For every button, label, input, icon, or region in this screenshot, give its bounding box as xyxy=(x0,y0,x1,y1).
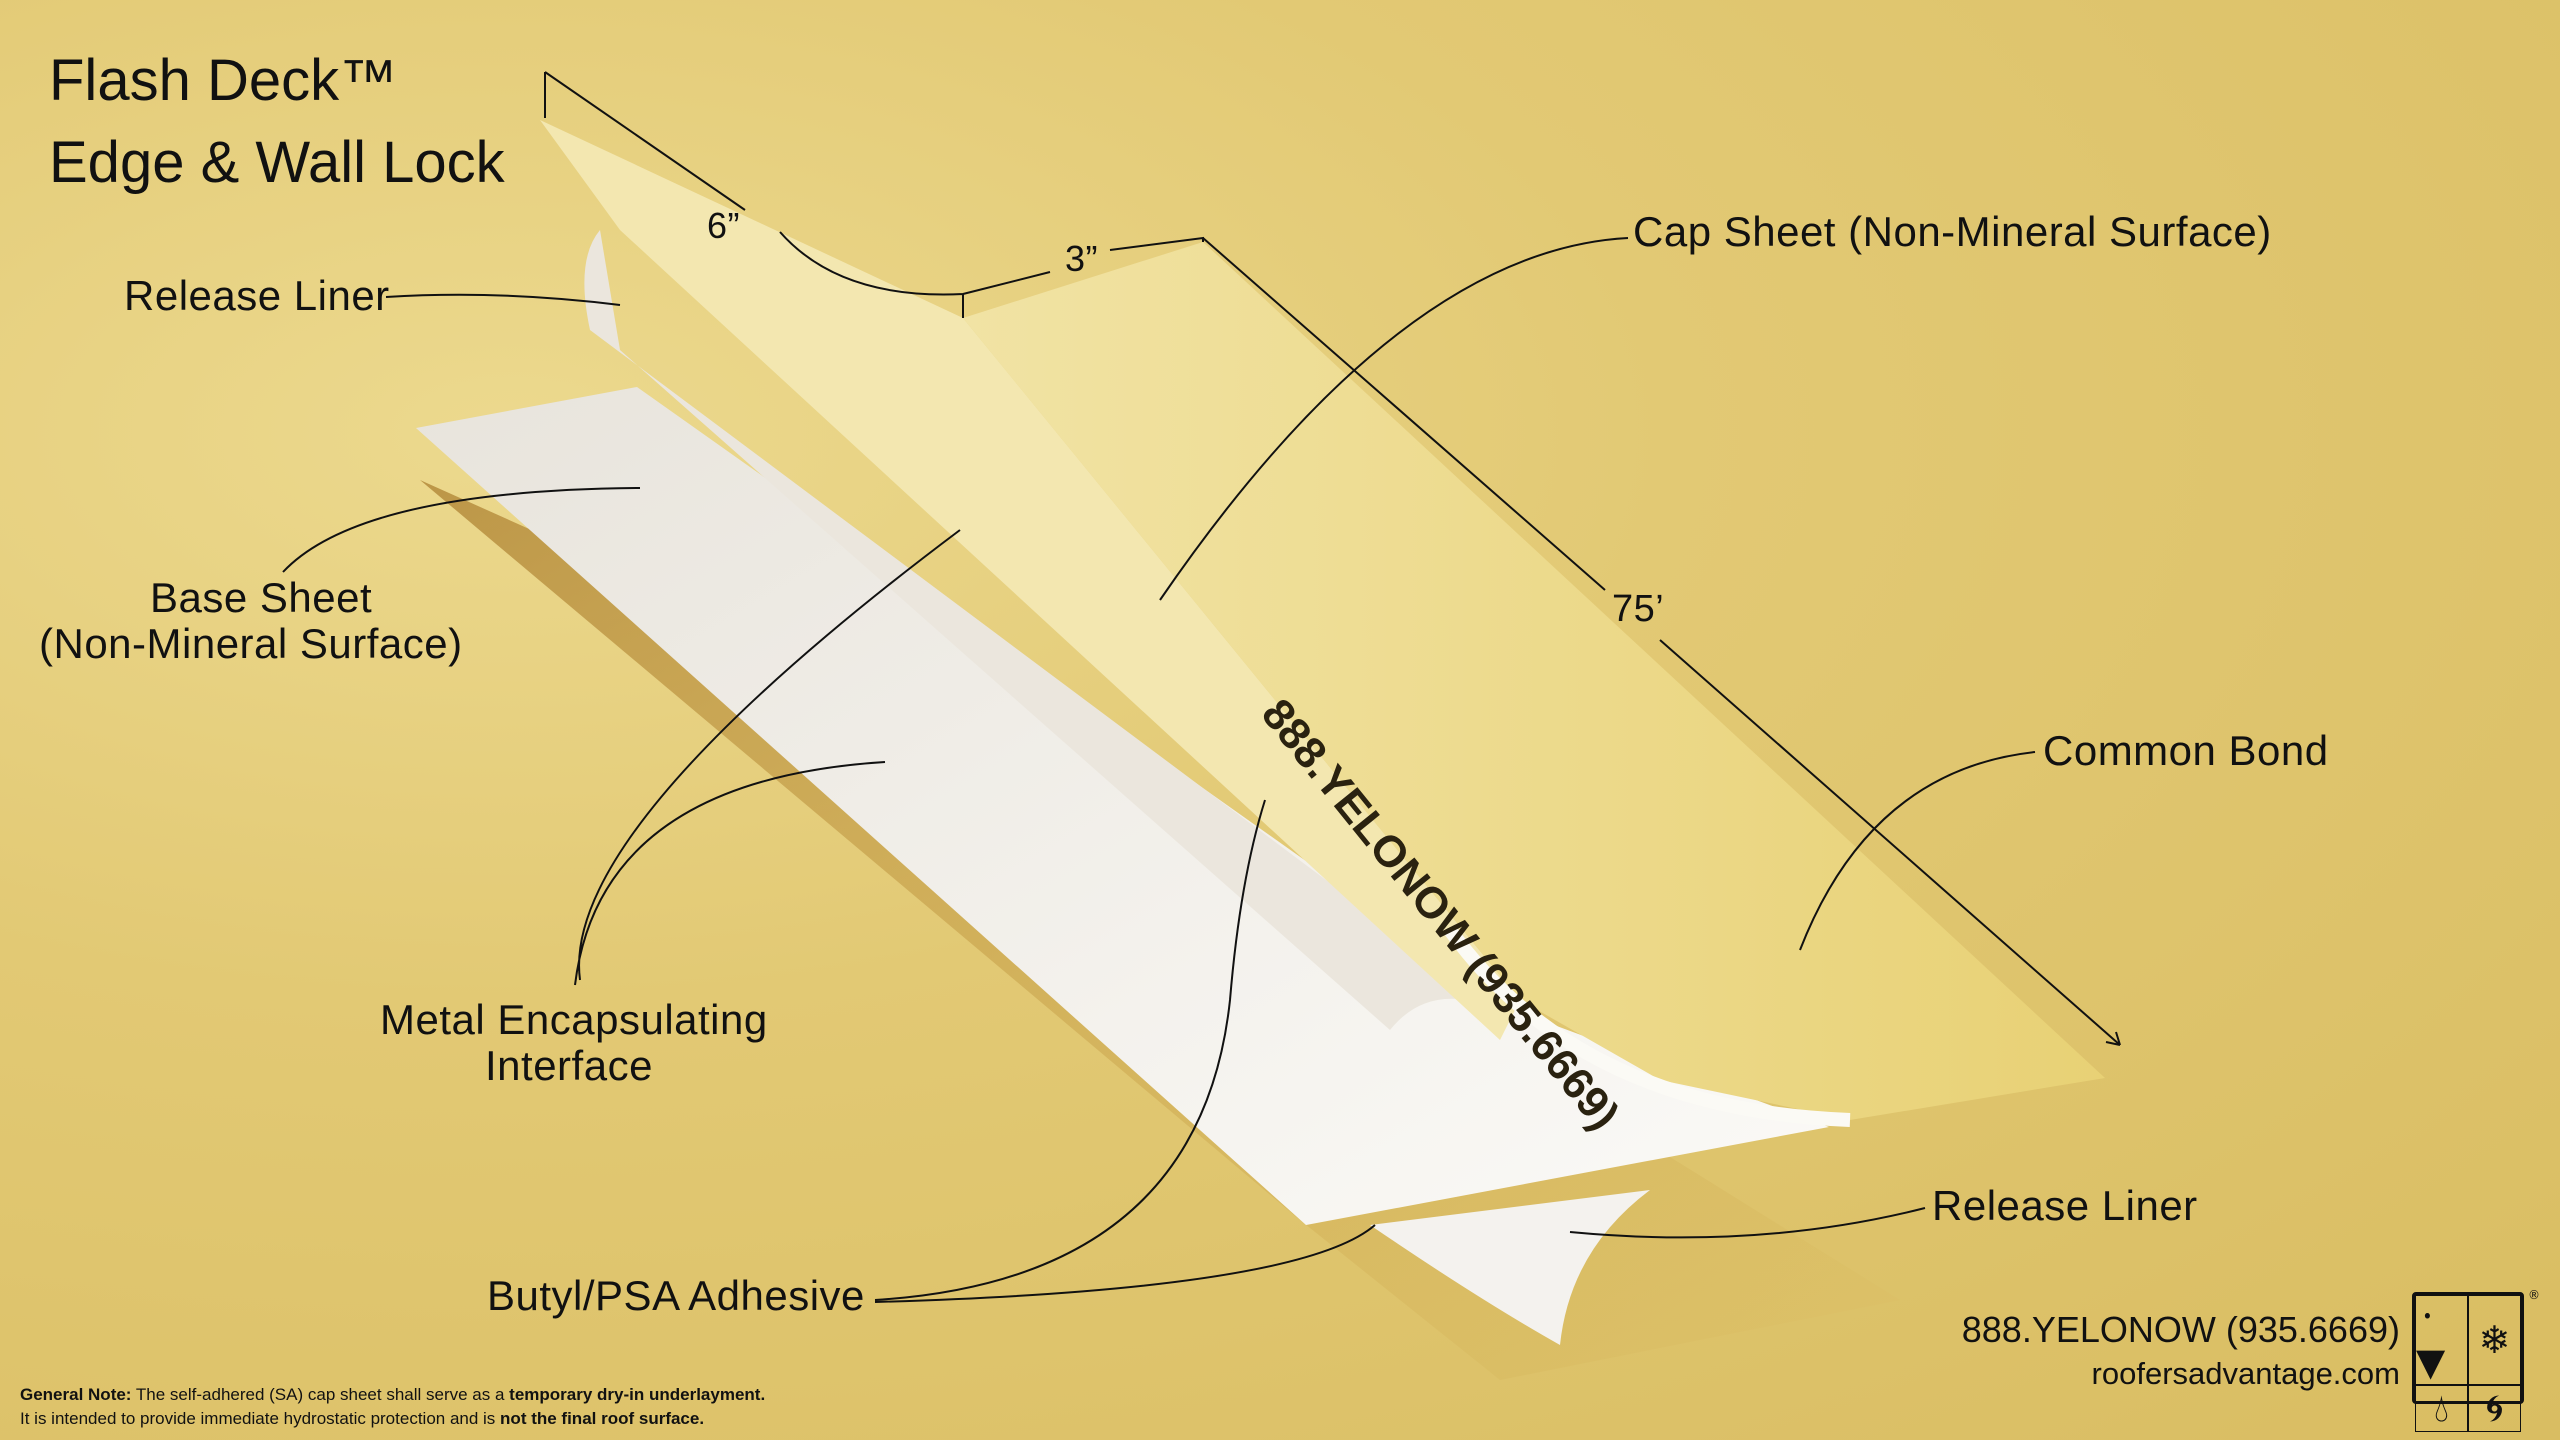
page-title: Flash Deck™ Edge & Wall Lock xyxy=(49,40,505,204)
note-emphasis: temporary dry-in underlayment. xyxy=(509,1385,766,1404)
registered-mark: ® xyxy=(2528,1288,2540,1302)
dimension-3in: 3” xyxy=(1065,238,1099,279)
hurricane-icon: 🌀︎ xyxy=(2468,1385,2521,1432)
label-common-bond: Common Bond xyxy=(2043,727,2329,774)
note-emphasis: not the final roof surface. xyxy=(500,1409,705,1428)
label-release-liner-top: Release Liner xyxy=(124,272,390,319)
general-note: General Note: The self-adhered (SA) cap … xyxy=(20,1383,765,1431)
label-base-sheet-surface: (Non-Mineral Surface) xyxy=(39,620,463,667)
release-liner-bottom xyxy=(1370,1190,1650,1345)
dimension-75ft: 75’ xyxy=(1612,588,1665,630)
contact-info: 888.YELONOW (935.6669) roofersadvantage.… xyxy=(1962,1306,2400,1394)
icicle-icon: ᛫▼ xyxy=(2415,1295,2468,1385)
title-line2: Edge & Wall Lock xyxy=(49,130,505,195)
label-base-sheet: Base Sheet xyxy=(150,574,373,621)
note-text: It is intended to provide immediate hydr… xyxy=(20,1409,496,1428)
snowflake-icon: ❄ xyxy=(2468,1295,2521,1385)
dimension-6in: 6” xyxy=(707,205,741,246)
cap-sheet xyxy=(963,242,2105,1120)
water-drop-icon: 💧︎ xyxy=(2415,1385,2468,1432)
label-adhesive: Butyl/PSA Adhesive xyxy=(487,1272,865,1319)
label-metal-encapsulating: Metal Encapsulating xyxy=(380,996,768,1043)
note-text: The self-adhered (SA) cap sheet shall se… xyxy=(135,1385,505,1404)
label-cap-sheet: Cap Sheet (Non-Mineral Surface) xyxy=(1633,208,2272,255)
label-interface: Interface xyxy=(485,1042,653,1089)
brand-logo: ᛫▼ ❄ 💧︎ 🌀︎ xyxy=(2412,1292,2524,1432)
contact-phone: 888.YELONOW (935.6669) xyxy=(1961,1309,2400,1350)
note-heading: General Note: xyxy=(20,1385,132,1404)
title-line1: Flash Deck™ xyxy=(49,48,398,113)
cap-sheet-fold xyxy=(540,120,1520,1040)
leader-lines xyxy=(282,71,2121,1303)
label-release-liner-bottom: Release Liner xyxy=(1932,1182,2198,1229)
contact-website: roofersadvantage.com xyxy=(2091,1356,2400,1391)
